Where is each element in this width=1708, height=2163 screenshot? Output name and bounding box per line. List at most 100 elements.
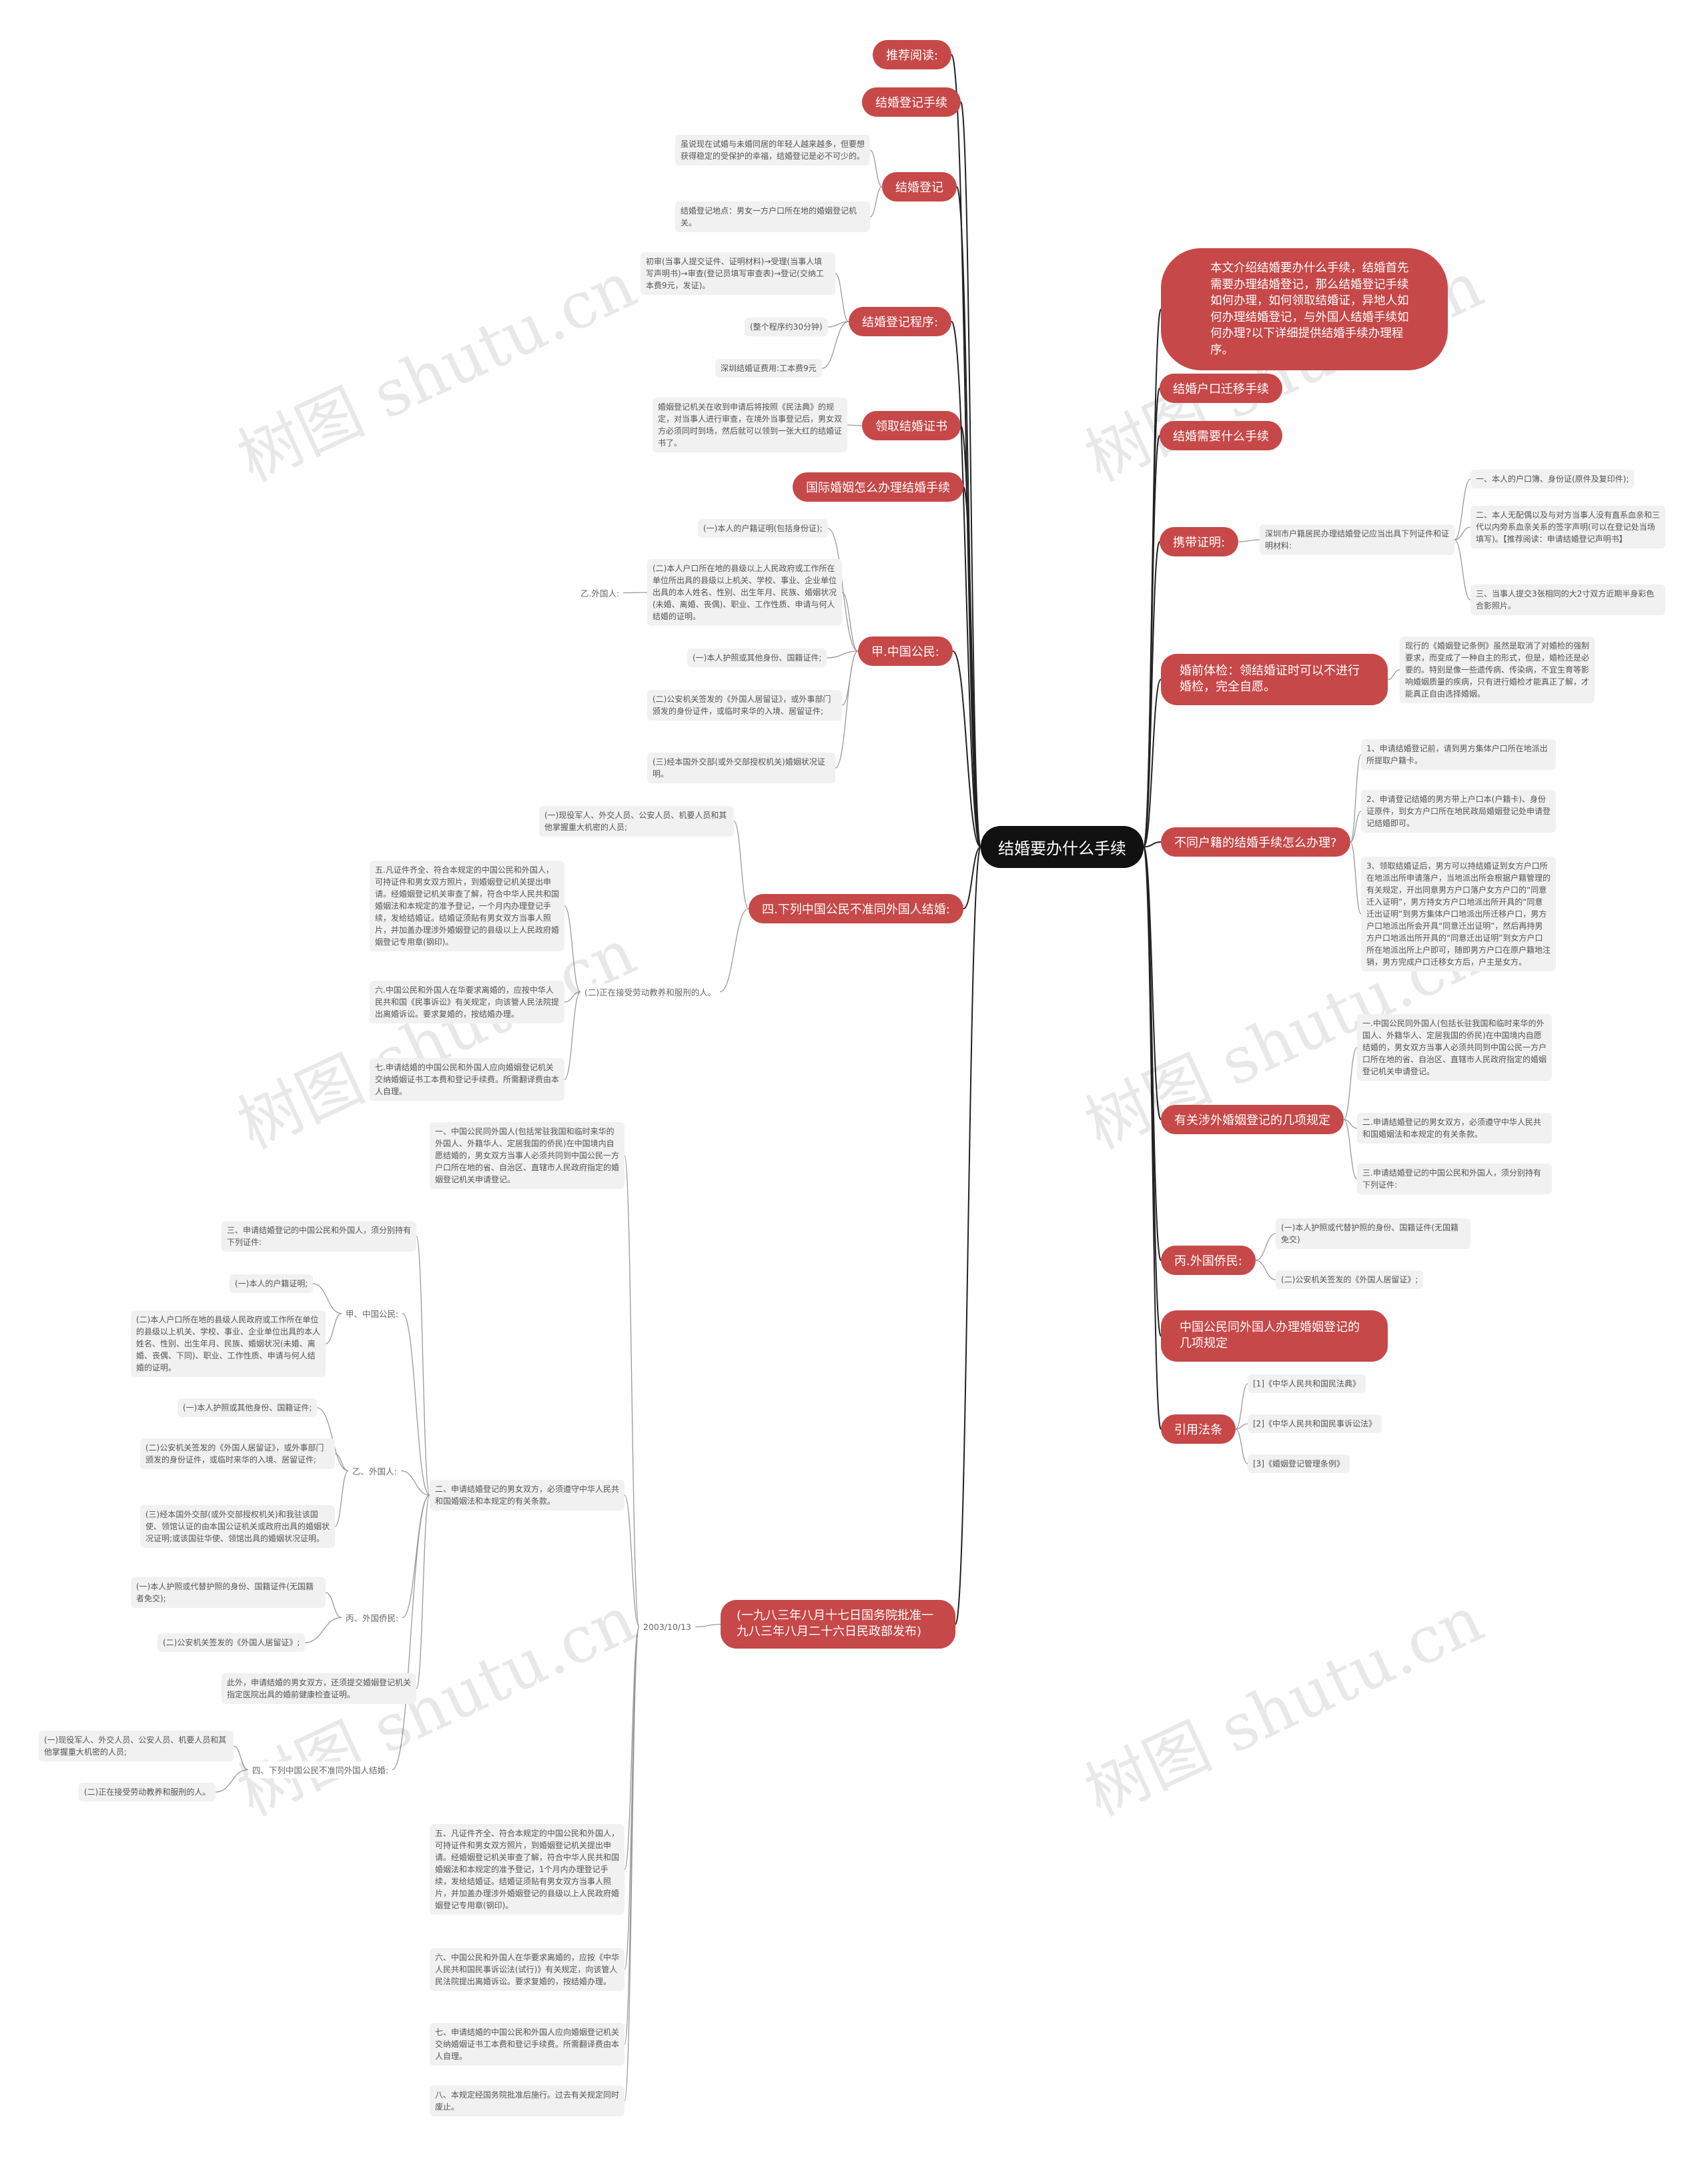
connector xyxy=(1350,841,1362,915)
branch-cited-laws[interactable]: 引用法条 xyxy=(1161,1414,1236,1444)
si-item-1: (一)现役军人、外交人员、公安人员、机要人员和其他掌握重大机密的人员; xyxy=(539,806,734,837)
branch-registration-flow[interactable]: 结婚登记程序: xyxy=(849,307,952,336)
si-item-6: 六.中国公民和外国人在华要求离婚的，应按中华人民共和国《民事诉讼》有关规定，向该… xyxy=(370,981,564,1023)
connector xyxy=(1235,1428,1248,1464)
connector xyxy=(1235,1383,1248,1430)
connector xyxy=(325,1312,342,1344)
branch-state-council-decree[interactable]: (一九八三年八月十七日国务院批准一九八三年八月二十六日民政部发布) xyxy=(721,1600,955,1649)
connector xyxy=(624,1155,640,1628)
registration-place: 结婚登记地点：男女一方户口所在地的婚姻登记机关。 xyxy=(675,201,870,232)
branch-hukou-transfer[interactable]: 结婚户口迁移手续 xyxy=(1160,374,1282,403)
connector xyxy=(624,1626,640,2045)
connector xyxy=(955,846,981,1625)
branch-prohibited-citizens[interactable]: 四.下列中国公民不准同外国人结婚: xyxy=(749,894,963,923)
decree-foreigner-item-2: (二)公安机关签发的《外国人居留证》，或外事部门颁发的身份证件，或临时来华的入境… xyxy=(140,1438,335,1469)
decree-overseas-label: 丙、外国侨民: xyxy=(342,1609,403,1626)
connector xyxy=(1238,539,1260,542)
foreign-rule-3: 三.申请结婚登记的中国公民和外国人，须分别持有下列证件: xyxy=(1357,1164,1552,1194)
jia-item-5: (三)经本国外交部(或外交部授权机关)婚姻状况证明。 xyxy=(647,753,835,783)
decree-foreigner-label: 乙、外国人: xyxy=(348,1462,401,1479)
branch-overseas-residents[interactable]: 丙.外国侨民: xyxy=(1161,1246,1256,1275)
connector xyxy=(392,1494,430,1771)
connector xyxy=(826,651,859,659)
branch-different-hukou[interactable]: 不同户籍的结婚手续怎么办理? xyxy=(1161,827,1350,857)
connector xyxy=(402,1494,430,1619)
branch-procedures-needed[interactable]: 结婚需要什么手续 xyxy=(1160,421,1282,450)
branch-recommended-reading[interactable]: 推荐阅读: xyxy=(873,40,952,69)
connector xyxy=(624,1626,640,1870)
flow-fee: 深圳结婚证费用:工本费9元 xyxy=(715,359,822,378)
connector xyxy=(695,1623,721,1628)
connector xyxy=(1343,1119,1358,1129)
branch-receive-certificate[interactable]: 领取结婚证书 xyxy=(862,411,961,440)
branch-foreign-marriage-rules[interactable]: 有关涉外婚姻登记的几项规定 xyxy=(1161,1105,1344,1134)
carry-main: 深圳市户籍居民办理结婚登记应当出具下列证件和证明材料: xyxy=(1260,524,1454,555)
premarital-note: 现行的《婚姻登记条例》虽然是取消了对婚检的强制要求，而变成了一种自主的形式，但是… xyxy=(1400,636,1595,703)
branch-premarital-check[interactable]: 婚前体检：领结婚证时可以不进行婚检，完全自愿。 xyxy=(1161,654,1388,705)
branch-international-marriage[interactable]: 国际婚姻怎么办理结婚手续 xyxy=(793,472,963,502)
branch-citizen-foreigner-rules[interactable]: 中国公民同外国人办理婚姻登记的几项规定 xyxy=(1161,1310,1388,1362)
connector xyxy=(1143,679,1162,848)
connector xyxy=(312,1283,342,1314)
branch-registration[interactable]: 结婚登记 xyxy=(882,172,957,201)
branch-registration-procedure[interactable]: 结婚登记手续 xyxy=(862,87,961,117)
connector xyxy=(624,1494,640,1628)
connector xyxy=(1143,846,1162,1261)
branch-chinese-citizen[interactable]: 甲.中国公民: xyxy=(858,636,953,666)
connector xyxy=(334,1453,349,1472)
carry-item-1: 一、本人的户口簿、身份证(原件及复印件); xyxy=(1470,470,1635,488)
connector xyxy=(952,651,981,848)
connector xyxy=(304,1617,342,1643)
cited-law-2[interactable]: [2]《中华人民共和国民事诉讼法》 xyxy=(1248,1414,1382,1433)
decree-overseas-item-1: (一)本人护照或代替护照的身份、国籍证件(无国籍者免交); xyxy=(131,1577,326,1608)
decree-article-1: 一、中国公民同外国人(包括常驻我国和临时来华的外国人、外籍华人、定居我国的侨民)… xyxy=(430,1122,624,1189)
connector xyxy=(956,186,981,848)
connector xyxy=(1454,539,1471,600)
decree-overseas-item-2: (二)公安机关签发的《外国人居留证》; xyxy=(157,1633,306,1652)
carry-item-3: 三、当事人提交3张相同的大2寸双方近期半身彩色合影照片。 xyxy=(1470,584,1665,615)
decree-article-8: 八、本规定经国务院批准后施行。过去有关规定同时废止。 xyxy=(430,2086,624,2116)
si-item-2: (二)正在接受劳动教养和服刑的人。 xyxy=(580,983,721,1000)
connector xyxy=(847,424,863,426)
connector xyxy=(1454,526,1471,540)
connector xyxy=(622,592,648,594)
connector xyxy=(1350,811,1362,843)
connector xyxy=(1143,846,1162,1337)
connector xyxy=(624,1626,640,2102)
root-topic[interactable]: 结婚要办什么手续 xyxy=(981,826,1144,868)
intro-node[interactable]: 本文介绍结婚要办什么手续，结婚首先需要办理结婚登记，那么结婚登记手续如何办理，如… xyxy=(1161,248,1448,370)
decree-foreigner-item-3: (三)经本国外交部(或外交部授权机关)和我驻该国使、领馆认证的由本国公证机关或政… xyxy=(140,1505,335,1548)
decree-article-2: 二、申请结婚登记的男女双方，必须遵守中华人民共和国婚姻法和本规定的有关条款。 xyxy=(430,1480,624,1510)
connector xyxy=(1143,541,1160,848)
decree-citizen-item-2: (二)本人户口所在地的县级人民政府或工作所在单位的县级以上机关、学校、事业、企业… xyxy=(131,1310,326,1377)
foreign-rule-1: 一.中国公民同外国人(包括长驻我国和临时来华的外国人、外籍华人、定居我国的侨民)… xyxy=(1357,1014,1552,1081)
decree-foreigner-item-1: (一)本人护照或其他身份、国籍证件; xyxy=(177,1398,318,1417)
cited-law-3[interactable]: [3]《婚姻登记管理条例》 xyxy=(1248,1454,1350,1473)
decree-article-3: 三、申请结婚登记的中国公民和外国人，须分别持有下列证件: xyxy=(222,1221,416,1252)
connector xyxy=(564,991,581,1080)
connector xyxy=(951,321,981,848)
certificate-note: 婚姻登记机关在收到申请后将按照《民法典》的规定，对当事人进行审查，在境外当事登记… xyxy=(653,398,847,452)
decree-prohibited-label: 四、下列中国公民不准同外国人结婚: xyxy=(248,1761,393,1778)
overseas-item-2: (二)公安机关签发的《外国人居留证》; xyxy=(1276,1270,1424,1289)
decree-date: 2003/10/13 xyxy=(639,1620,696,1634)
branch-carry-documents[interactable]: 携带证明: xyxy=(1160,527,1239,556)
diff-step-1: 1、申请结婚登记前，请到男方集体户口所在地派出所提取户籍卡。 xyxy=(1361,739,1556,770)
connector xyxy=(869,186,883,218)
diff-step-2: 2、申请登记结婚的男方带上户口本(户籍卡)、身份证原件，到女方户口所在地民政局婚… xyxy=(1361,790,1556,833)
connector xyxy=(835,273,849,322)
si-item-7: 七.申请结婚的中国公民和外国人应向婚姻登记机关交纳婚姻证书工本费和登记手续费。所… xyxy=(370,1058,564,1101)
connector xyxy=(841,592,859,652)
decree-article-7: 七、申请结婚的中国公民和外国人应向婚姻登记机关交纳婚姻证书工本费和登记手续费。所… xyxy=(430,2023,624,2066)
jia-item-3: (一)本人护照或其他身份、国籍证件; xyxy=(687,648,827,667)
connector xyxy=(1387,669,1400,681)
decree-prohibited-item-1: (一)现役军人、外交人员、公安人员、机要人员和其他掌握重大机密的人员; xyxy=(39,1731,234,1761)
connector xyxy=(963,846,981,909)
decree-article-5: 五、凡证件齐全、符合本规定的中国公民和外国人，可持证件和男女双方照片，到婚姻登记… xyxy=(430,1824,624,1915)
cited-law-1[interactable]: [1]《中华人民共和国民法典》 xyxy=(1248,1374,1366,1393)
decree-citizen-label: 甲、中国公民: xyxy=(342,1305,403,1322)
overseas-item-1: (一)本人护照或代替护照的身份、国籍证件(无国籍免交) xyxy=(1276,1218,1470,1249)
decree-health-check: 此外，申请结婚的男女双方，还须提交婚姻登记机关指定医院出具的婚前健康检查证明。 xyxy=(222,1673,416,1704)
connector xyxy=(1143,846,1162,1430)
